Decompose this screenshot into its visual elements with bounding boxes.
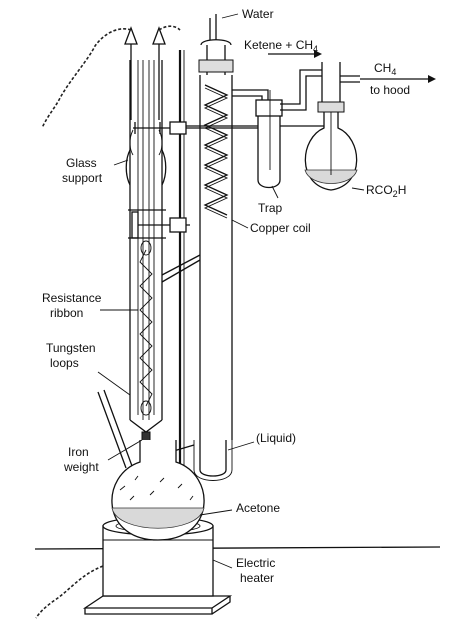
bench-line (34, 546, 441, 550)
label-liquid: (Liquid) (256, 431, 296, 445)
label-ketene-ch4: Ketene + CH4 (244, 38, 318, 54)
thermometer-sidearm (97, 389, 133, 469)
label-rco2h: RCO2H (366, 183, 406, 199)
label-copper-coil: Copper coil (250, 221, 311, 235)
label-resistance-line2: ribbon (50, 306, 83, 320)
power-lead-wire-2 (158, 25, 181, 31)
label-acetone: Acetone (236, 501, 280, 515)
label-glass-support-line2: support (62, 171, 103, 185)
clamp-upper (133, 121, 260, 135)
label-heater-line1: Electric (236, 556, 275, 570)
label-water: Water (242, 7, 274, 21)
flow-arrow-ch4 (360, 75, 436, 83)
receiving-flask (304, 62, 360, 191)
clamp-lower (131, 211, 190, 239)
trap (255, 90, 283, 189)
label-ch4: CH4 (374, 61, 396, 77)
tungsten-loops (140, 240, 152, 416)
power-lead-wire (41, 28, 132, 129)
label-iron-line1: Iron (68, 445, 89, 459)
base-plate (82, 595, 233, 615)
label-iron-line2: weight (63, 460, 99, 474)
label-glass-support-line1: Glass (66, 156, 97, 170)
liquid-return-tube (199, 440, 227, 477)
pyrolysis-tube (125, 60, 167, 433)
trap-outlet-tube (280, 69, 322, 105)
electrode-stoppers (124, 26, 166, 120)
heater-cord (35, 565, 104, 619)
acetone-flask (111, 440, 205, 541)
flow-arrow-ketene (268, 50, 322, 58)
label-tungsten-line1: Tungsten (46, 341, 96, 355)
label-trap: Trap (258, 201, 283, 215)
label-tungsten-line2: loops (50, 356, 79, 370)
label-resistance-line1: Resistance (42, 291, 102, 305)
outlet-tube (232, 89, 269, 100)
resistance-ribbon (139, 249, 153, 407)
label-to-hood: to hood (370, 83, 410, 97)
label-heater-line2: heater (240, 571, 274, 585)
copper-coil-condenser (198, 14, 234, 440)
leader-lines (97, 13, 365, 569)
